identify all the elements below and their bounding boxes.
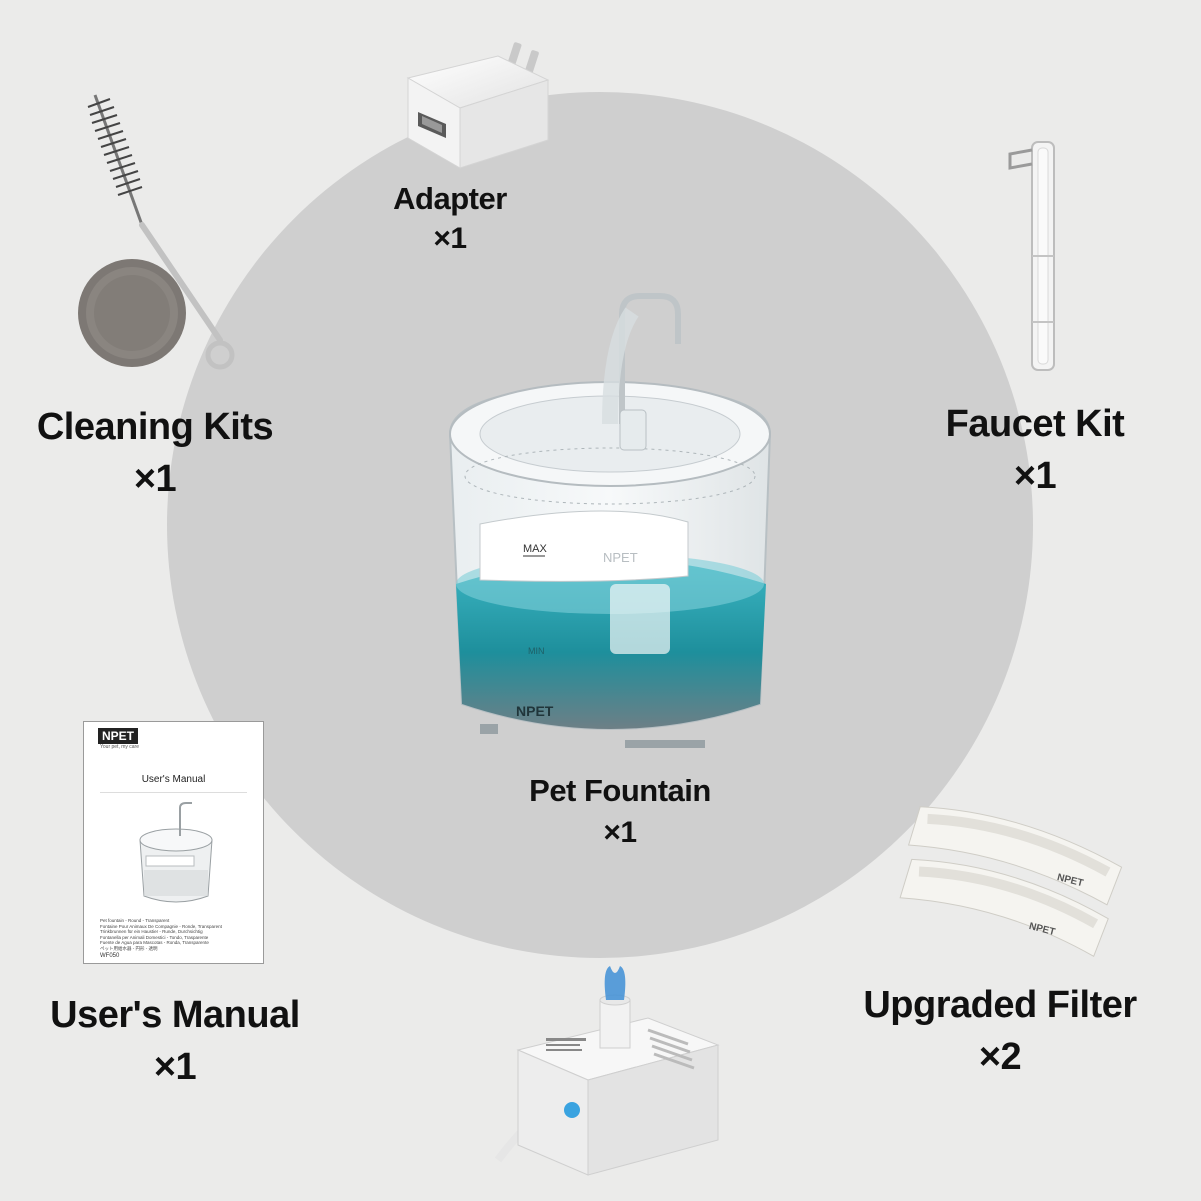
manual-language-line: ペット用給水器 - 円形 - 透明 — [100, 945, 158, 951]
fountain-min-mark: MIN — [528, 646, 545, 656]
manual-fountain-illustration — [139, 802, 213, 903]
pet-fountain-qty: ×1 — [603, 816, 637, 850]
manual-language-line: Trinkbrunnen für ein Haustier - Runde, D… — [100, 929, 203, 934]
manual-divider — [100, 792, 247, 793]
upgraded-filter-image: NPET NPET — [880, 800, 1140, 970]
pet-fountain-label: Pet Fountain ×1 — [500, 772, 740, 851]
upgraded-filter-qty: ×2 — [978, 1035, 1022, 1078]
faucet-kit-qty: ×1 — [1013, 454, 1057, 497]
faucet-kit-name: Faucet Kit — [945, 403, 1125, 445]
users-manual-qty: ×1 — [153, 1045, 197, 1088]
users-manual-image: NPET Your pet, my care User's Manual Pet… — [83, 721, 264, 964]
manual-language-line: Pet fountain - Round - Transparent — [100, 918, 170, 923]
water-pump-image — [488, 960, 738, 1201]
manual-tagline: Your pet, my care — [100, 744, 140, 750]
cleaning-kit-image — [70, 85, 245, 385]
fountain-panel-brand: NPET — [603, 550, 638, 565]
adapter-name: Adapter — [393, 181, 507, 216]
adapter-qty: ×1 — [433, 222, 467, 256]
manual-language-line: Fontaine Pour Animaux De Compagnie - Ron… — [100, 923, 222, 929]
cleaning-kits-qty: ×1 — [133, 457, 177, 500]
manual-language-line: Fuente de Agua para Mascotas - Ronda, Tr… — [100, 940, 209, 945]
pet-fountain-image: MAX NPET MIN NPET — [440, 284, 780, 752]
cleaning-kits-name: Cleaning Kits — [36, 406, 274, 448]
manual-model-number: WF050 — [100, 953, 120, 959]
users-manual-label: User's Manual ×1 — [30, 993, 320, 1090]
manual-language-lines: Pet fountain - Round - Transparent Fonta… — [100, 918, 222, 951]
cleaning-kits-label: Cleaning Kits ×1 — [20, 405, 290, 502]
pet-fountain-name: Pet Fountain — [529, 773, 711, 808]
users-manual-name: User's Manual — [50, 994, 300, 1036]
upgraded-filter-name: Upgraded Filter — [863, 984, 1137, 1026]
adapter-label: Adapter ×1 — [360, 180, 540, 257]
adapter-image — [388, 20, 553, 175]
upgraded-filter-label: Upgraded Filter ×2 — [850, 983, 1150, 1080]
fountain-base-brand: NPET — [516, 703, 554, 719]
fountain-max-mark: MAX — [523, 543, 548, 555]
faucet-kit-label: Faucet Kit ×1 — [920, 402, 1150, 499]
manual-brand-logo: NPET — [98, 728, 139, 744]
faucet-kit-image — [1002, 138, 1074, 378]
manual-language-line: Fontanella per Animali Domestici - Tondo… — [100, 934, 209, 940]
manual-title: User's Manual — [141, 774, 206, 785]
